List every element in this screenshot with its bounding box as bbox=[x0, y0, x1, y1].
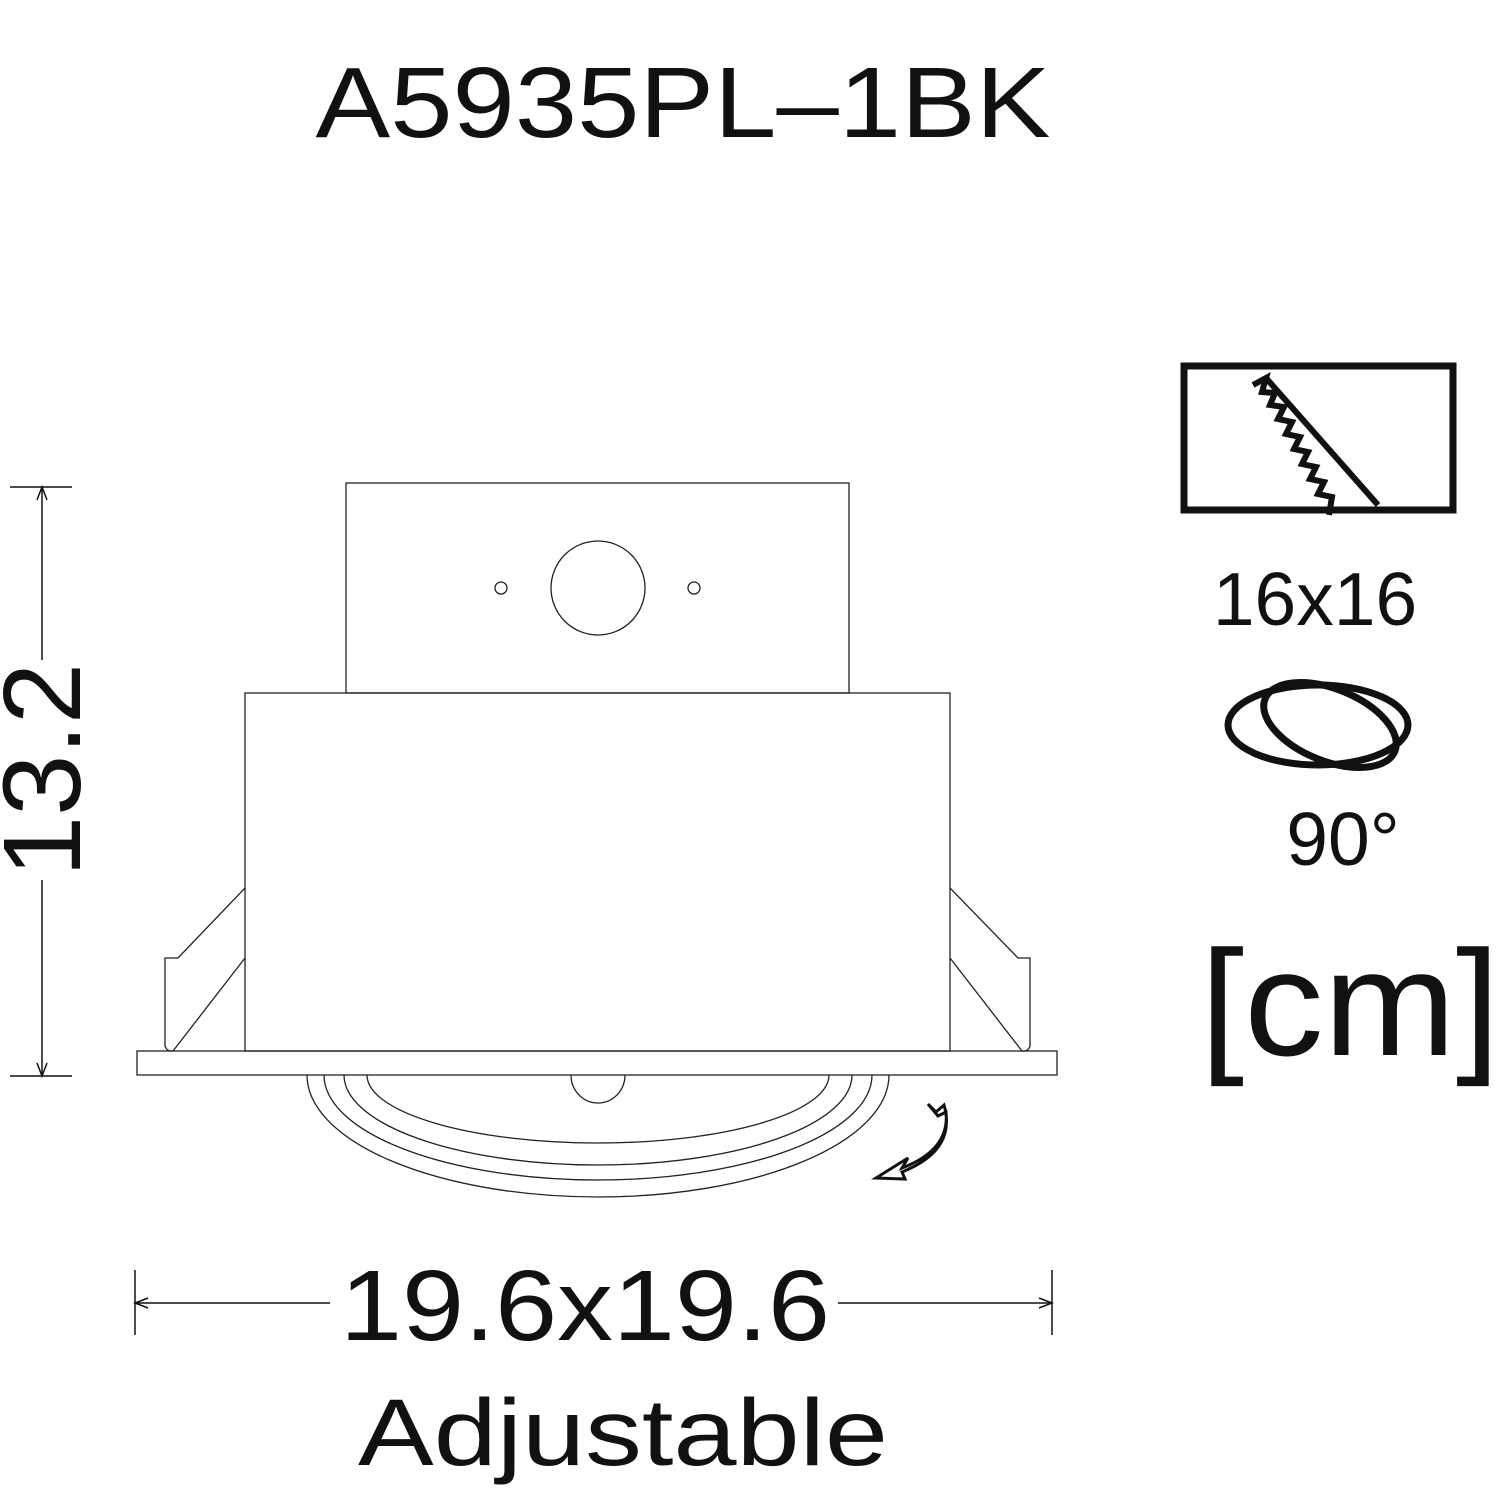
height-dimension bbox=[10, 484, 72, 1079]
housing bbox=[244, 692, 951, 1052]
saw-cutout-icon bbox=[1180, 362, 1457, 516]
width-label: 19.6x19.6 bbox=[340, 1250, 830, 1362]
unit-label: [cm] bbox=[1200, 919, 1500, 1087]
tilt-ellipses-icon bbox=[1224, 679, 1412, 771]
left-spring-clip bbox=[164, 887, 246, 1052]
width-dimension bbox=[132, 1270, 1055, 1335]
height-label: 13.2 bbox=[0, 663, 104, 877]
rotate-arrow-icon bbox=[871, 1102, 948, 1181]
flange bbox=[136, 1050, 1058, 1076]
driver-box bbox=[345, 482, 850, 694]
cutout-size-label: 16x16 bbox=[1213, 557, 1417, 641]
model-title: A5935PL–1BK bbox=[316, 47, 1051, 159]
cable-hole bbox=[550, 540, 646, 636]
tilt-angle-label: 90° bbox=[1286, 797, 1399, 881]
fixture-drawing bbox=[136, 482, 1058, 1198]
trim-ring bbox=[306, 1074, 890, 1198]
right-spring-clip bbox=[949, 887, 1031, 1052]
adjustable-label: Adjustable bbox=[358, 1380, 888, 1486]
